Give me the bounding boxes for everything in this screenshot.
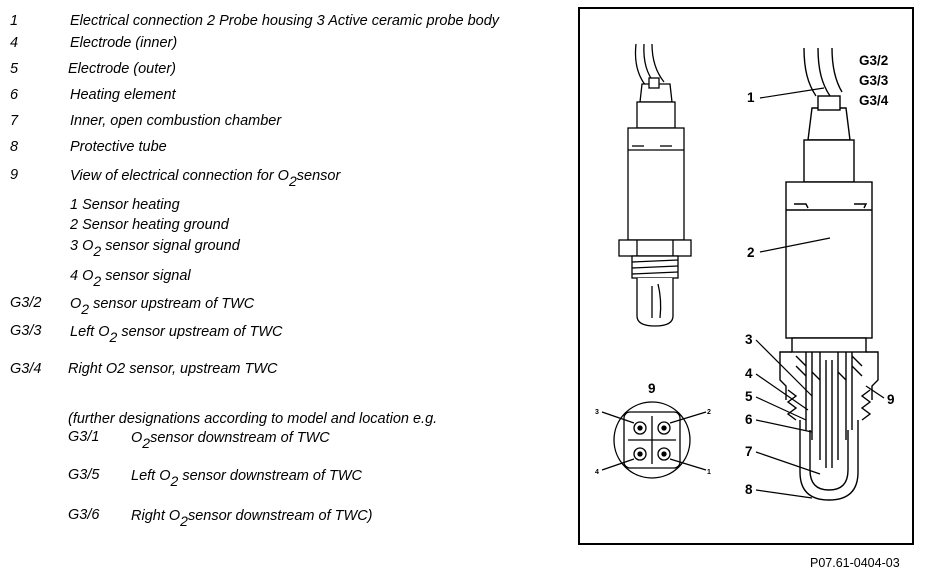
sensor-sectional-view [779,47,879,501]
legend-text-g31: O2sensor downstream of TWC [131,430,330,451]
callout-leaders [755,87,885,499]
legend-key-9: 9 [10,167,19,183]
pin-label-2: 2 [707,409,711,416]
legend-text-9: View of electrical connection for O2sens… [70,168,341,189]
legend-text-g36: Right O2sensor downstream of TWC) [131,508,373,529]
connector-end-view [601,401,707,479]
further-designations-note: (further designations according to model… [68,411,438,427]
legend-text-g32: O2 sensor upstream of TWC [70,296,255,317]
legend-text-1: Electrical connection 2 Probe housing 3 … [70,13,500,29]
legend-key-g31: G3/1 [68,429,100,445]
callout-3: 3 [745,332,753,347]
connector-view-label: 9 [648,381,656,396]
code-g3-4: G3/4 [859,93,889,108]
callout-7: 7 [745,444,753,459]
legend-key-7: 7 [10,113,19,129]
callout-4: 4 [745,366,753,381]
legend-text-4: Electrode (inner) [70,35,178,51]
callout-5: 5 [745,389,753,404]
figure-reference: P07.61-0404-03 [810,556,900,570]
legend-text-g35: Left O2 sensor downstream of TWC [131,468,363,489]
diagram-frame [578,7,914,545]
connector-pin-3 [633,421,647,435]
pin-desc-2: 2 Sensor heating ground [70,217,229,233]
callout-6: 6 [745,412,753,427]
legend-key-g36: G3/6 [68,507,100,523]
callout-8: 8 [745,482,753,497]
legend-key-g33: G3/3 [10,323,42,339]
legend-text-6: Heating element [70,87,176,103]
legend-key-g32: G3/2 [10,295,42,311]
code-g3-2: G3/2 [859,53,888,68]
legend-key-1: 1 [10,13,19,29]
callout-2: 2 [747,245,755,260]
legend-key-5: 5 [10,61,19,77]
legend-key-8: 8 [10,139,19,155]
connector-pin-2 [657,421,671,435]
legend-key-g35: G3/5 [68,467,100,483]
pin-label-4: 4 [595,469,599,476]
sensor-codes: G3/2 G3/3 G3/4 [859,53,889,108]
code-g3-3: G3/3 [859,73,889,88]
legend-text-g34: Right O2 sensor, upstream TWC [68,361,278,377]
legend-text-8: Protective tube [70,139,167,155]
pin-label-1: 1 [707,469,711,476]
pin-desc-3: 3 O2 sensor signal ground [70,238,240,259]
connector-pin-1 [657,447,671,461]
pin-label-3: 3 [595,409,599,416]
legend-text-7: Inner, open combustion chamber [70,113,282,129]
legend-key-6: 6 [10,87,19,103]
pin-desc-4: 4 O2 sensor signal [70,268,191,289]
callout-labels: 1 2 3 4 5 6 7 8 9 [745,90,895,497]
legend-text-5: Electrode (outer) [68,61,176,77]
legend-key-4: 4 [10,35,19,51]
sensor-exterior-view [618,43,692,327]
legend-key-g34: G3/4 [10,361,42,377]
legend-text-g33: Left O2 sensor upstream of TWC [70,324,283,345]
connector-pin-4 [633,447,647,461]
pin-desc-1: 1 Sensor heating [70,197,180,213]
callout-1: 1 [747,90,755,105]
callout-9: 9 [887,392,895,407]
